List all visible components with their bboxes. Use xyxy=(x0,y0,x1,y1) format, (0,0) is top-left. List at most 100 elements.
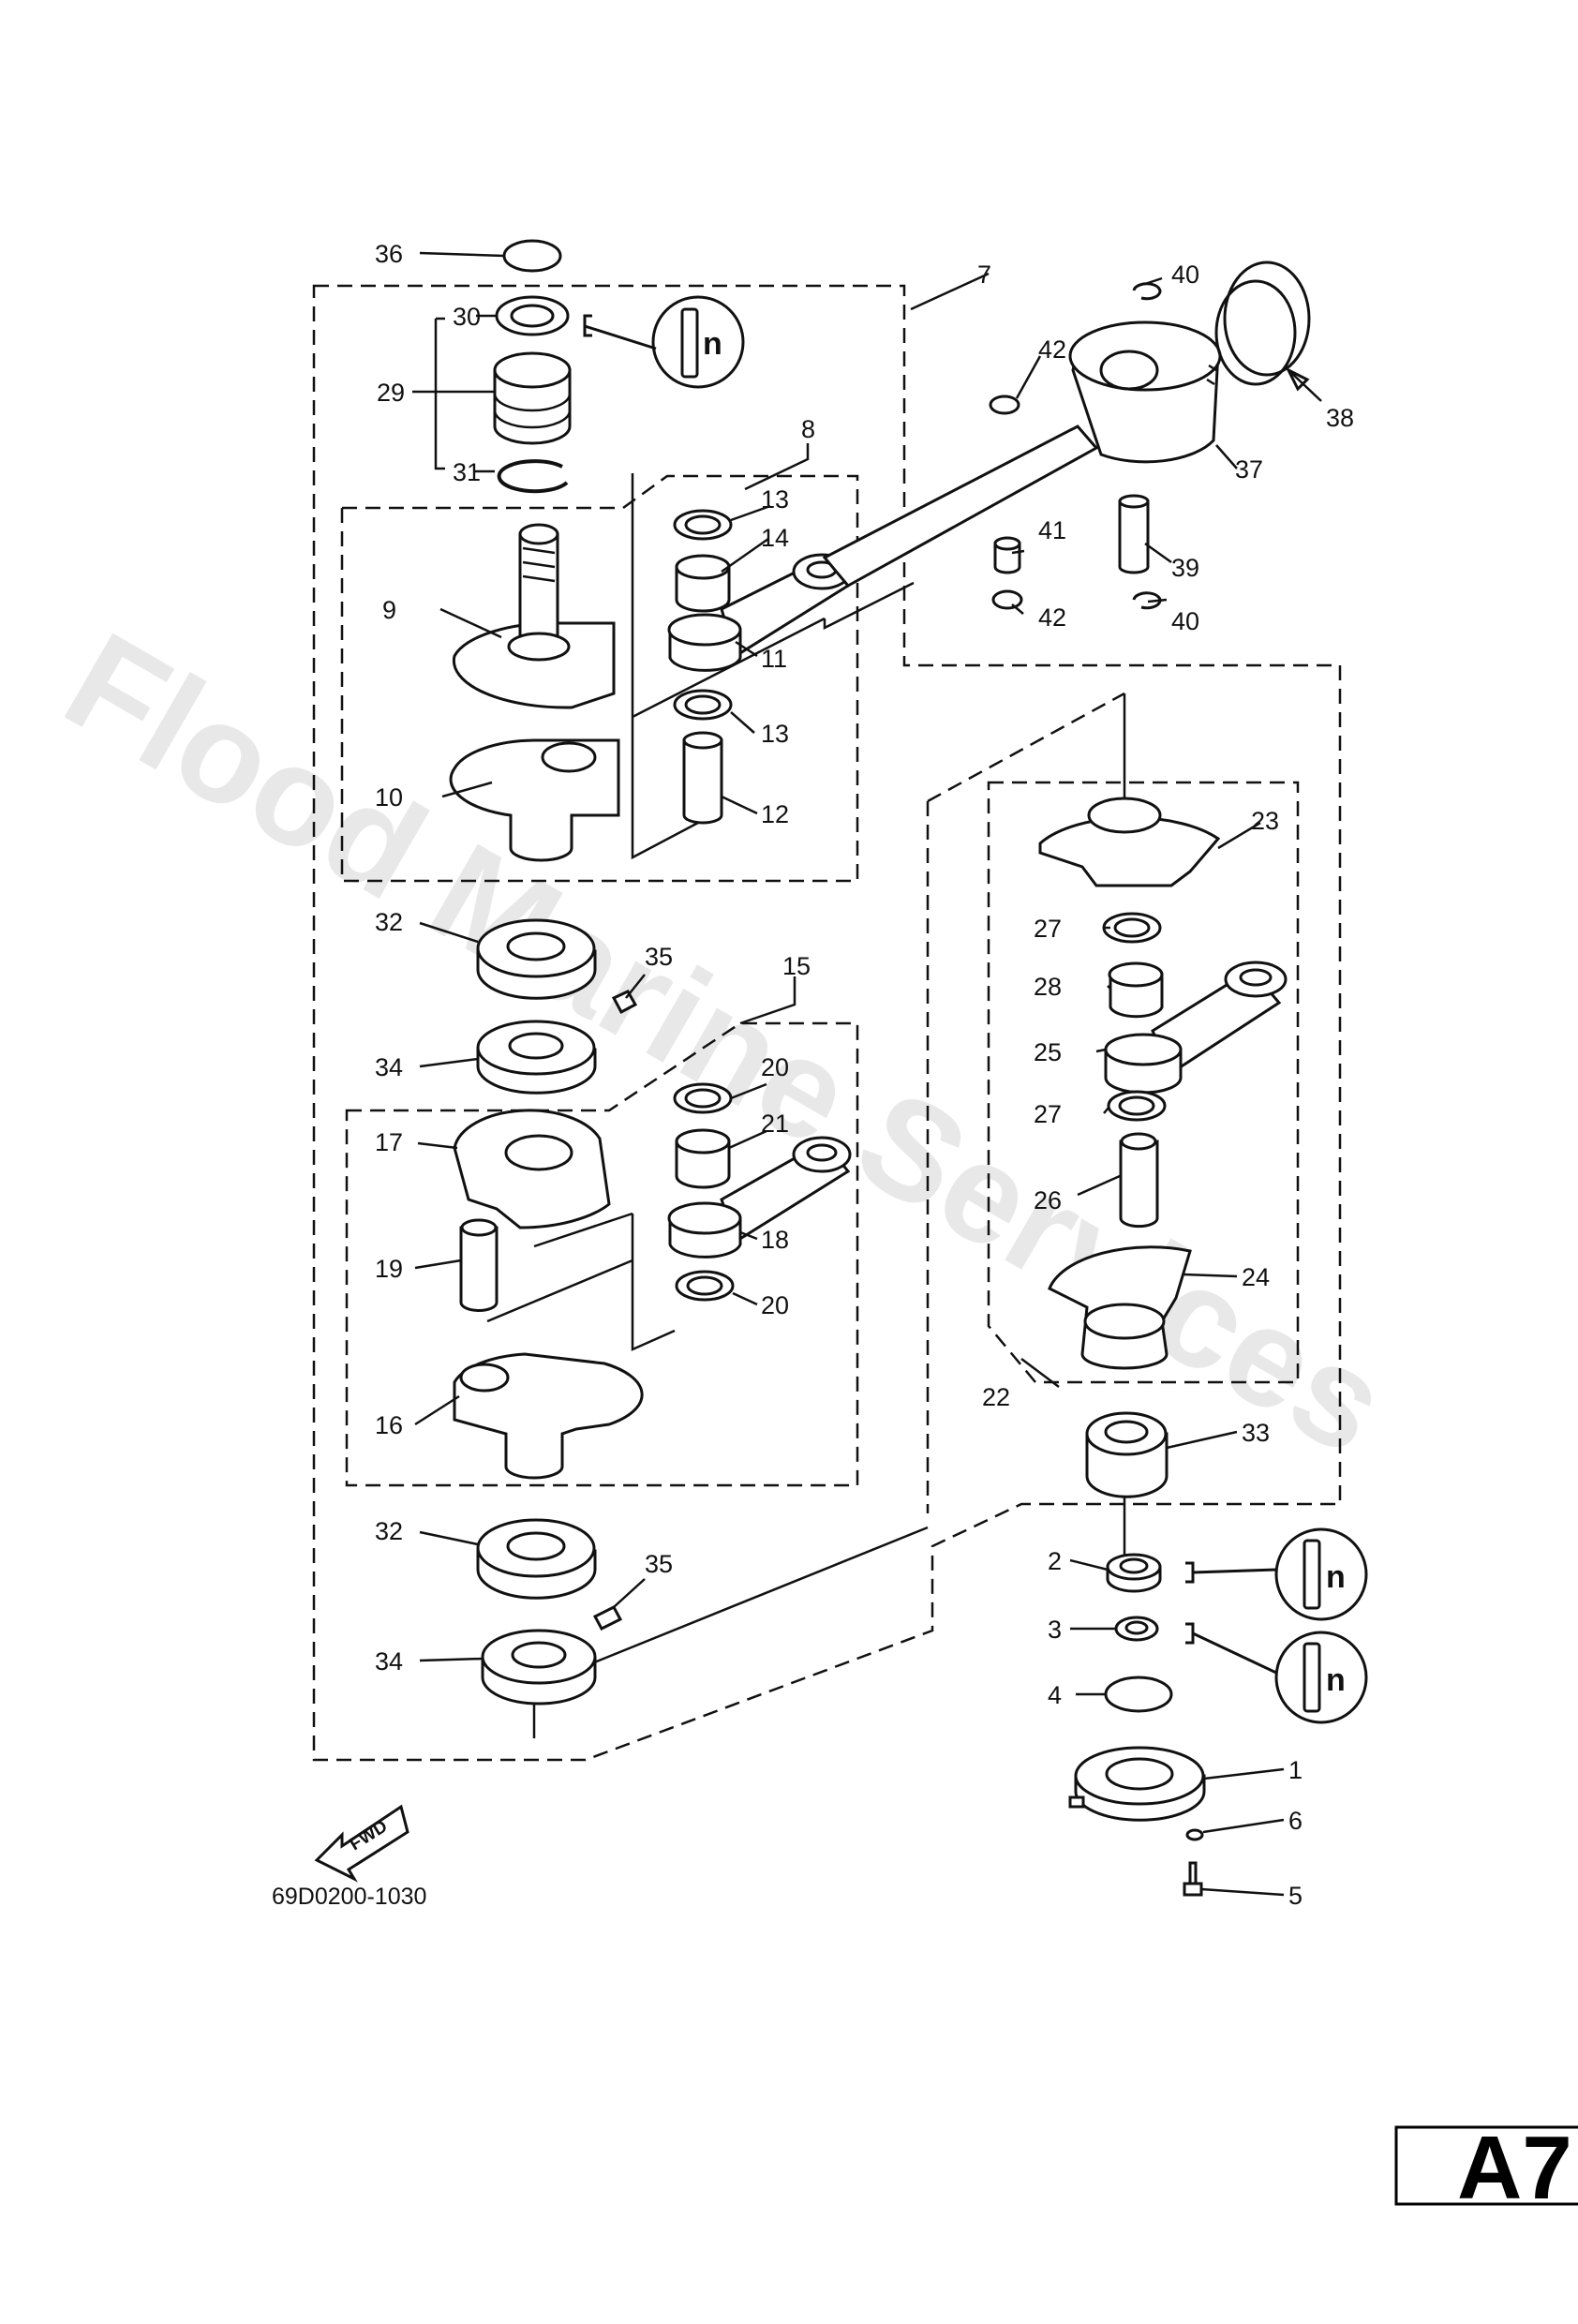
assembly-22-boundary xyxy=(987,781,1300,1384)
callout-25: 25 xyxy=(1034,1038,1062,1066)
part-23-crank-web xyxy=(1038,797,1221,887)
callout-35-lower: 35 xyxy=(645,1550,673,1578)
callout-11: 11 xyxy=(761,645,787,673)
callout-37: 37 xyxy=(1235,455,1263,484)
part-10-crank-web-lower xyxy=(449,738,620,862)
assembly-8-boundary xyxy=(340,474,859,883)
part-33-ball-bearing xyxy=(1085,1411,1169,1498)
part-35-dowel-pin xyxy=(592,1605,623,1631)
grease-symbol-icon: n xyxy=(1185,1622,1368,1724)
part-24-crank-web-lower xyxy=(1048,1245,1192,1370)
callout-34: 34 xyxy=(375,1053,403,1081)
assembly-15-boundary xyxy=(345,1021,859,1487)
callout-31: 31 xyxy=(453,458,481,486)
callout-27: 27 xyxy=(1034,915,1062,943)
callout-35: 35 xyxy=(645,943,673,971)
callout-7: 7 xyxy=(977,261,991,289)
crank-assembly-link xyxy=(926,692,1125,1513)
svg-text:A7: A7 xyxy=(1457,2118,1572,2218)
part-11-rod-to-piston xyxy=(822,425,1099,588)
callout-13-lower: 13 xyxy=(761,720,789,748)
callout-30: 30 xyxy=(453,303,481,331)
callout-20-lower: 20 xyxy=(761,1291,789,1319)
part-41-needle-bearing xyxy=(993,536,1021,574)
callout-32: 32 xyxy=(375,908,403,936)
callout-29: 29 xyxy=(377,379,405,407)
callout-labels: 1 2 3 4 5 6 7 8 9 10 11 12 13 13 14 15 1… xyxy=(375,240,1354,1910)
callout-28: 28 xyxy=(1034,973,1062,1001)
callout-39: 39 xyxy=(1171,554,1199,582)
part-19-crank-pin xyxy=(459,1218,499,1312)
callout-20: 20 xyxy=(761,1053,789,1081)
part-38-piston-rings xyxy=(1214,261,1311,392)
callout-22: 22 xyxy=(982,1383,1010,1411)
callout-42-lower: 42 xyxy=(1038,603,1066,632)
callout-14: 14 xyxy=(761,524,789,552)
callout-2: 2 xyxy=(1048,1547,1062,1575)
callout-15: 15 xyxy=(782,952,811,980)
part-35-dowel-pin xyxy=(611,990,638,1015)
part-32-seal-housing xyxy=(476,1518,597,1600)
part-36-o-ring xyxy=(502,239,562,273)
part-34-washer xyxy=(481,1629,597,1706)
callout-9: 9 xyxy=(382,596,396,624)
callout-12: 12 xyxy=(761,800,789,828)
part-4-o-ring xyxy=(1104,1676,1173,1713)
part-26-crank-pin xyxy=(1119,1132,1159,1229)
callout-3: 3 xyxy=(1048,1616,1062,1644)
callout-6: 6 xyxy=(1288,1807,1303,1835)
callout-10: 10 xyxy=(375,783,403,812)
callout-17: 17 xyxy=(375,1128,403,1156)
callout-38: 38 xyxy=(1326,404,1354,432)
callout-23: 23 xyxy=(1251,807,1279,835)
part-31-circlip xyxy=(497,459,569,494)
callout-41: 41 xyxy=(1038,516,1066,544)
part-14-needle-bearing xyxy=(675,554,731,613)
fwd-arrow-icon: FWD xyxy=(314,1804,409,1883)
svg-text:n: n xyxy=(703,326,722,362)
part-6-washer xyxy=(1185,1828,1204,1841)
part-28-needle-bearing xyxy=(1108,961,1164,1019)
callout-13: 13 xyxy=(761,485,789,514)
grease-symbol-icon: n xyxy=(583,295,745,389)
svg-text:n: n xyxy=(1326,1662,1346,1698)
part-1-oil-seal-housing xyxy=(1068,1746,1206,1822)
callout-18: 18 xyxy=(761,1226,789,1254)
part-37-piston xyxy=(1068,320,1222,464)
part-21-needle-bearing xyxy=(675,1128,731,1189)
callout-19: 19 xyxy=(375,1255,403,1283)
callout-8: 8 xyxy=(801,415,815,443)
part-40-clip xyxy=(1132,591,1162,610)
callout-1: 1 xyxy=(1288,1756,1303,1784)
callout-5: 5 xyxy=(1288,1882,1303,1910)
part-16-crank-web-lower xyxy=(453,1352,644,1480)
callout-42: 42 xyxy=(1038,335,1066,364)
part-3-oil-seal xyxy=(1114,1616,1159,1642)
part-2-oil-seal xyxy=(1106,1553,1162,1593)
callout-40: 40 xyxy=(1171,261,1199,289)
callout-24: 24 xyxy=(1242,1263,1270,1291)
callout-27-lower: 27 xyxy=(1034,1100,1062,1128)
callout-34-lower: 34 xyxy=(375,1647,403,1676)
callout-36: 36 xyxy=(375,240,403,268)
grease-symbol-icon: n xyxy=(1185,1527,1368,1621)
part-32-seal-housing xyxy=(476,918,597,1000)
part-42-washer xyxy=(989,395,1020,415)
callout-40-lower: 40 xyxy=(1171,607,1199,635)
part-34-washer xyxy=(476,1020,597,1095)
callout-16: 16 xyxy=(375,1411,403,1439)
callout-21: 21 xyxy=(761,1110,789,1138)
svg-text:n: n xyxy=(1326,1559,1346,1595)
part-code: 69D0200-1030 xyxy=(272,1884,426,1910)
part-39-piston-pin xyxy=(1118,494,1150,574)
part-5-bolt xyxy=(1183,1861,1203,1897)
part-40-clip xyxy=(1132,282,1162,301)
callout-26: 26 xyxy=(1034,1186,1062,1214)
part-17-crank-web xyxy=(453,1109,611,1229)
part-9-crank-web-upper xyxy=(452,523,616,709)
part-42-washer xyxy=(991,589,1023,610)
part-12-crank-pin xyxy=(682,731,723,825)
callout-33: 33 xyxy=(1242,1419,1270,1447)
callout-4: 4 xyxy=(1048,1681,1062,1709)
